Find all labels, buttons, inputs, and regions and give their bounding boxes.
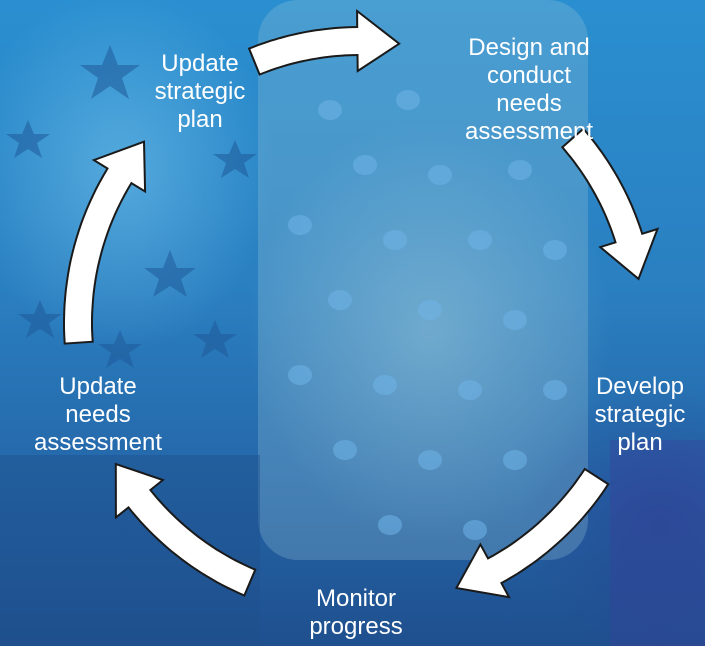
step-design-needs-assessment: Design and conduct needs assessment xyxy=(464,34,594,145)
step-update-strategic-plan: Update strategic plan xyxy=(154,50,246,133)
polka-dots xyxy=(288,90,567,540)
step-update-needs-assessment: Update needs assessment xyxy=(33,373,163,456)
arrow-to-develop xyxy=(560,127,660,281)
dress-shape xyxy=(258,0,588,560)
sleeve-shape xyxy=(610,440,705,646)
arrow-to-update-needs xyxy=(114,462,257,597)
arrow-to-monitor xyxy=(454,467,610,599)
arrow-to-design xyxy=(247,8,401,76)
arrow-to-update-plan xyxy=(63,140,147,345)
star-pattern xyxy=(6,45,257,368)
step-monitor-progress: Monitor progress xyxy=(309,585,403,640)
step-develop-strategic-plan: Develop strategic plan xyxy=(594,373,686,456)
